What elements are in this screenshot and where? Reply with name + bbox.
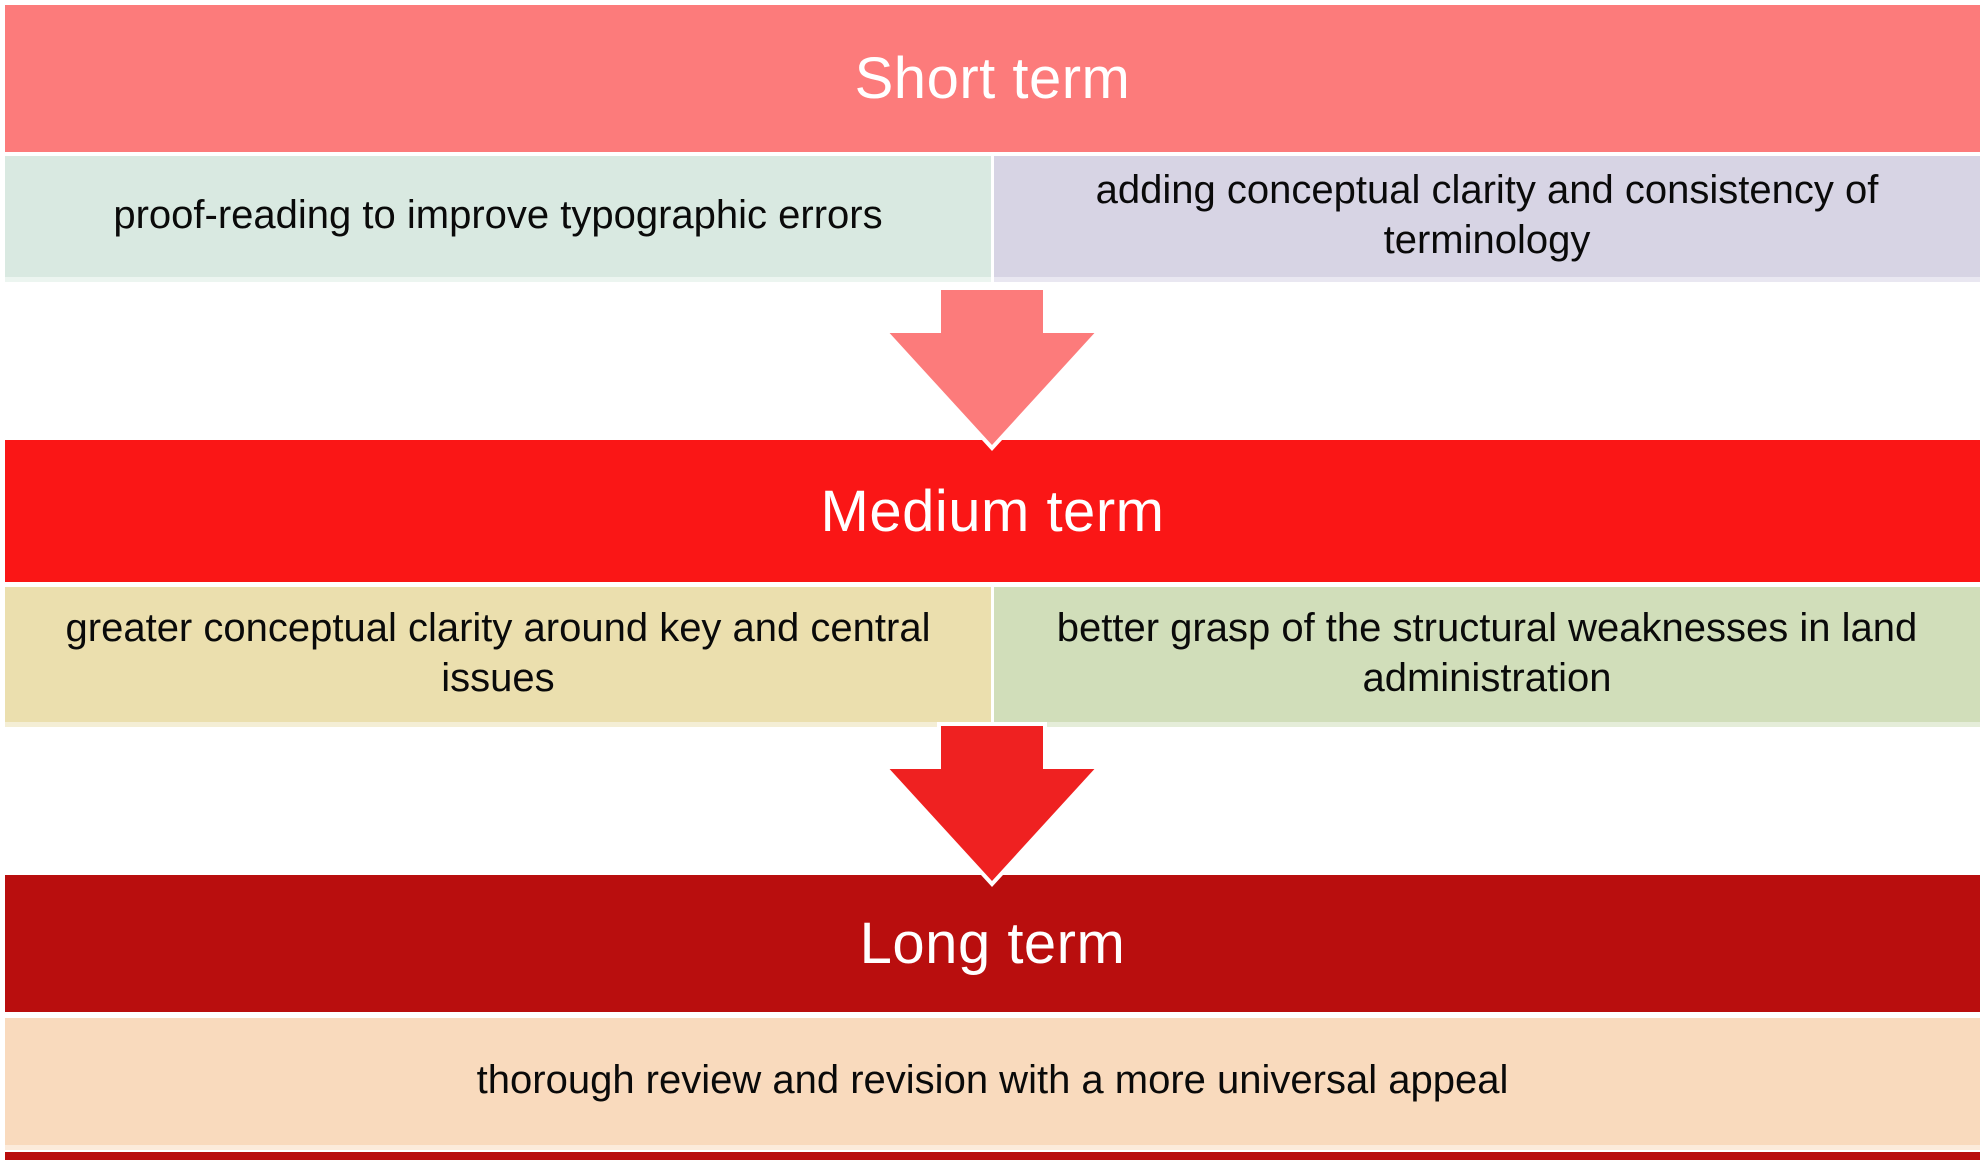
cell-proof-reading: proof-reading to improve typographic err… — [5, 156, 991, 282]
cell-structural-weaknesses-text: better grasp of the structural weaknesse… — [1056, 606, 1918, 700]
cell-edge — [5, 277, 991, 282]
cell-edge — [5, 1145, 1980, 1150]
cell-greater-clarity-text: greater conceptual clarity around key an… — [65, 606, 931, 700]
band-long-term: Long term — [5, 875, 1980, 1012]
band-short-term: Short term — [5, 5, 1980, 152]
down-arrow-shape — [880, 722, 1104, 887]
cell-conceptual-clarity-text: adding conceptual clarity and consistenc… — [1095, 168, 1879, 262]
band-long-term-label: Long term — [859, 911, 1126, 976]
band-medium-term-label: Medium term — [820, 478, 1165, 544]
cell-thorough-review: thorough review and revision with a more… — [5, 1018, 1980, 1150]
cell-greater-clarity: greater conceptual clarity around key an… — [5, 587, 991, 727]
band-medium-term: Medium term — [5, 440, 1980, 582]
cell-conceptual-clarity: adding conceptual clarity and consistenc… — [994, 156, 1980, 282]
clipped-bottom-band — [5, 1152, 1980, 1160]
band-short-term-label: Short term — [854, 46, 1131, 111]
cell-edge — [994, 277, 1980, 282]
cell-thorough-review-text: thorough review and revision with a more… — [476, 1058, 1509, 1103]
down-arrow-icon — [880, 286, 1104, 452]
cell-edge — [994, 722, 1980, 727]
down-arrow-shape — [880, 286, 1104, 451]
cell-edge — [5, 722, 991, 727]
cell-proof-reading-text: proof-reading to improve typographic err… — [113, 193, 883, 238]
down-arrow-icon — [880, 722, 1104, 888]
cell-structural-weaknesses: better grasp of the structural weaknesse… — [994, 587, 1980, 727]
